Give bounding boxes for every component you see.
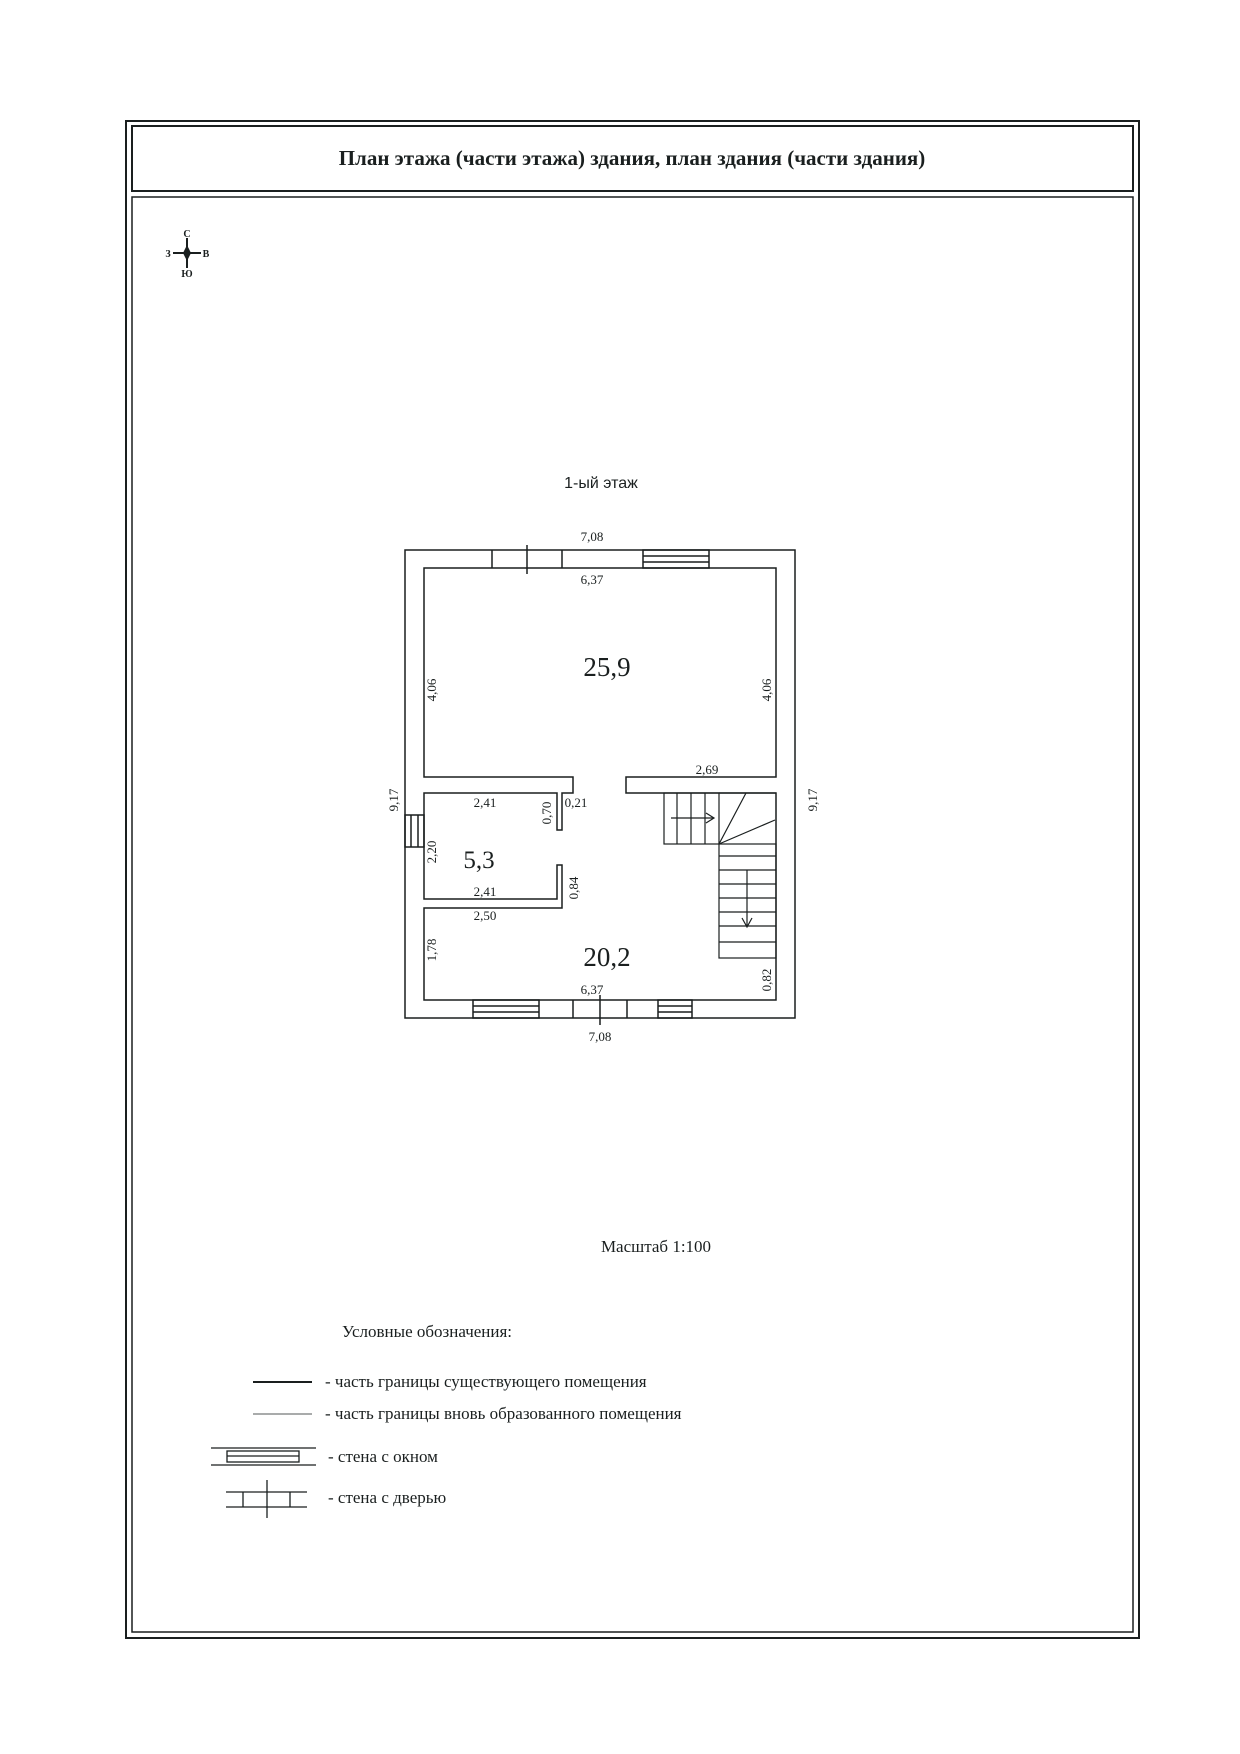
floor-label: 1-ый этаж — [564, 475, 638, 492]
room-area: 20,2 — [583, 942, 630, 972]
dim: 0,84 — [566, 876, 581, 899]
room-area: 5,3 — [463, 847, 494, 874]
dim: 2,41 — [474, 795, 497, 810]
compass-icon: С Ю З В — [165, 229, 209, 280]
svg-text:- часть границы существующего: - часть границы существующего помещения — [325, 1372, 647, 1391]
legend-window-symbol — [211, 1447, 316, 1466]
staircase — [663, 792, 777, 959]
svg-text:С: С — [183, 229, 190, 240]
dim: 7,08 — [589, 1029, 612, 1044]
dim: 2,20 — [424, 841, 439, 864]
dim: 0,70 — [539, 802, 554, 825]
dim: 7,08 — [581, 529, 604, 544]
door-bottom — [572, 995, 628, 1025]
dim: 2,50 — [474, 908, 497, 923]
dim: 1,78 — [424, 939, 439, 962]
dim: 4,06 — [759, 678, 774, 701]
legend: Условные обозначения: - часть границы су… — [211, 1322, 682, 1518]
dim: 2,69 — [696, 762, 719, 777]
svg-text:- часть границы вновь образова: - часть границы вновь образованного поме… — [325, 1404, 682, 1423]
svg-text:З: З — [165, 249, 170, 260]
legend-heading: Условные обозначения: — [342, 1322, 512, 1341]
room-area: 25,9 — [583, 652, 630, 682]
dim: 9,17 — [386, 788, 401, 811]
svg-text:В: В — [203, 249, 210, 260]
plan-labels: 25,9 5,3 20,2 7,08 6,37 2,69 2,41 0,21 2… — [386, 529, 820, 1044]
door-top — [491, 545, 563, 574]
window-bottom-2 — [657, 999, 693, 1019]
dim: 6,37 — [581, 572, 604, 587]
window-left — [404, 814, 425, 848]
dim: 2,41 — [474, 884, 497, 899]
dim: 0,82 — [759, 969, 774, 992]
svg-text:- стена с дверью: - стена с дверью — [328, 1488, 446, 1507]
dim: 0,21 — [565, 795, 588, 810]
svg-text:Ю: Ю — [181, 269, 192, 280]
dim: 4,06 — [424, 678, 439, 701]
dim: 9,17 — [805, 788, 820, 811]
dim: 6,37 — [581, 982, 604, 997]
floor-plan — [404, 545, 796, 1025]
scale-label: Масштаб 1:100 — [601, 1237, 711, 1256]
legend-door-symbol — [226, 1480, 307, 1518]
window-bottom-1 — [472, 999, 540, 1019]
page-title: План этажа (части этажа) здания, план зд… — [339, 146, 926, 170]
window-top — [642, 549, 710, 569]
page-frame — [125, 120, 1140, 1639]
svg-text:- стена с окном: - стена с окном — [328, 1447, 438, 1466]
